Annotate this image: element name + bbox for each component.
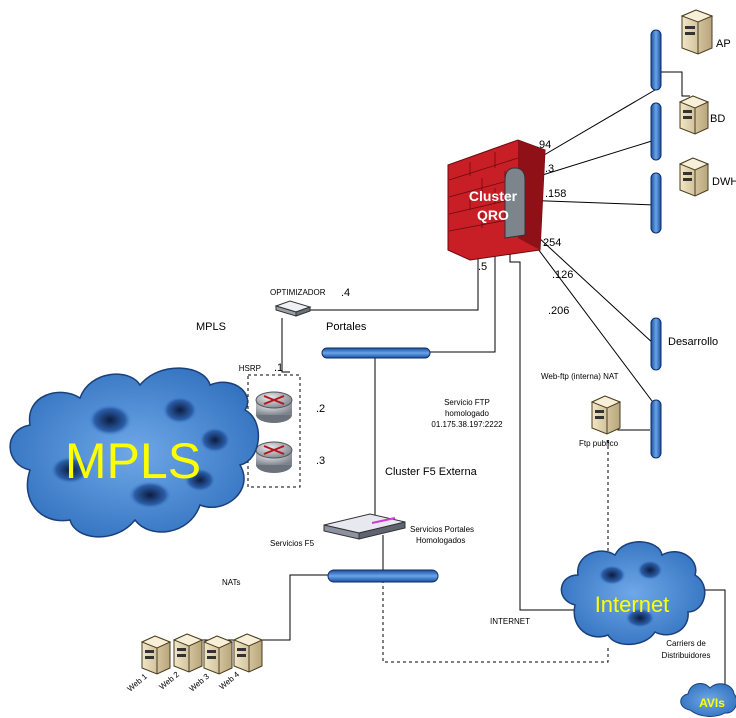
f5-device-icon — [323, 513, 406, 540]
ip-dwh: .158 — [545, 188, 566, 200]
webftp-label: Web-ftp (interna) NAT — [541, 372, 619, 381]
web-server-4-icon — [232, 633, 264, 673]
web-server-1-label: Web 1 — [126, 672, 150, 694]
bd-server-icon — [678, 95, 710, 135]
ip-254: 254 — [543, 237, 561, 249]
web-server-3-icon — [202, 635, 234, 675]
text-labels: AP BD DWH Desarrollo .94 .3 .158 254 .12… — [196, 38, 736, 660]
web-server-2-label: Web 2 — [158, 670, 182, 692]
internet-text-label: INTERNET — [490, 617, 530, 626]
ip-bd: .3 — [545, 163, 554, 175]
router-2-icon — [255, 441, 293, 473]
mpls-cloud-icon: MPLS — [9, 367, 259, 538]
ip-206: .206 — [548, 305, 569, 317]
ip-4: .4 — [341, 287, 350, 299]
firewall-label-line1: Cluster — [469, 188, 518, 204]
web-server-3-label: Web 3 — [188, 672, 212, 694]
avis-cloud-label: AVIs — [699, 696, 725, 710]
ap-label: AP — [716, 38, 731, 50]
network-bars — [321, 29, 662, 583]
ftp-service-line3: 01.175.38.197:2222 — [431, 420, 503, 429]
optimizer-device-icon — [274, 300, 312, 317]
avis-cloud-icon: AVIs — [680, 682, 736, 717]
ip-126: .126 — [552, 269, 573, 281]
servicios-portales-line1: Servicios Portales — [410, 525, 474, 534]
servicios-f5-label: Servicios F5 — [270, 539, 315, 548]
dashed-lines — [247, 374, 609, 663]
mpls-label: MPLS — [196, 321, 226, 333]
web-server-2-icon — [172, 633, 204, 673]
firewall-icon: Cluster QRO — [447, 139, 546, 261]
ftp-service-line2: homologado — [445, 409, 490, 418]
internet-cloud-label: Internet — [595, 592, 670, 617]
carriers-line1: Carriers de — [666, 639, 706, 648]
router-icons — [255, 391, 293, 473]
ip-1: .1 — [274, 362, 283, 374]
desarrollo-label: Desarrollo — [668, 336, 718, 348]
ip-5: .5 — [478, 261, 487, 273]
ip-2: .2 — [316, 403, 325, 415]
cluster-f5-label: Cluster F5 Externa — [385, 466, 478, 478]
ftp-publico-label: Ftp publico — [579, 439, 619, 448]
mpls-cloud-label: MPLS — [65, 433, 201, 489]
firewall-label-line2: QRO — [477, 207, 509, 223]
bd-label: BD — [710, 113, 725, 125]
portales-label: Portales — [326, 321, 367, 333]
nats-label: NATs — [222, 578, 241, 587]
ip-3: .3 — [316, 455, 325, 467]
dwh-server-icon — [678, 157, 710, 197]
router-1-icon — [255, 391, 293, 423]
servicios-portales-line2: Homologados — [416, 536, 465, 545]
ap-server-icon — [680, 9, 714, 55]
internet-cloud-icon: Internet — [560, 541, 706, 646]
optimizador-label: OPTIMIZADOR — [270, 288, 326, 297]
dwh-label: DWH — [712, 176, 736, 188]
ip-ap: .94 — [536, 139, 551, 151]
hsrp-label: HSRP — [239, 364, 261, 373]
ftp-service-line1: Servicio FTP — [444, 398, 490, 407]
ftp-server-icon — [590, 395, 622, 435]
carriers-line2: Distribuidores — [662, 651, 711, 660]
web-server-1-icon — [140, 635, 172, 675]
